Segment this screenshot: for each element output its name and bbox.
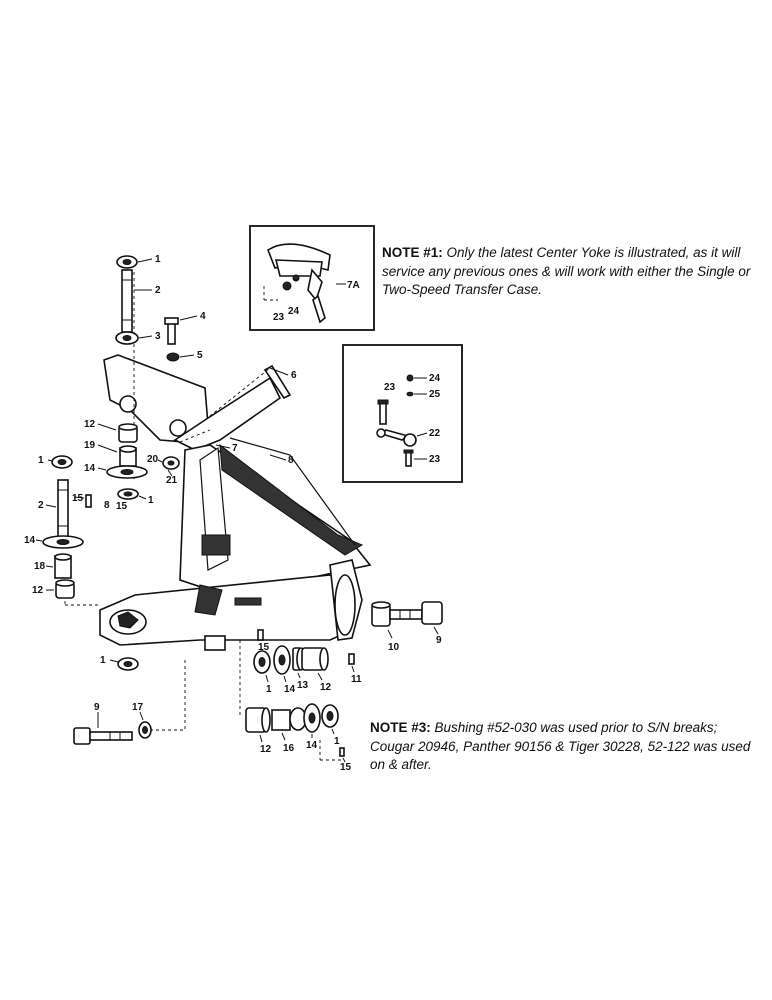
note-3: NOTE #3: Bushing #52-030 was used prior … — [370, 719, 755, 775]
callout-4: 4 — [200, 311, 206, 322]
lower-bushing-row: 15 1 14 13 12 11 — [253, 629, 362, 695]
callout-3: 3 — [155, 331, 161, 342]
left-bushing-group: 12 19 20 21 14 1 8 15 — [84, 419, 180, 512]
center-yoke — [99, 354, 372, 651]
callout-9: 9 — [94, 702, 100, 713]
callout-16: 16 — [283, 743, 295, 754]
inset-detail-2: 24 25 23 22 23 — [342, 344, 463, 483]
inset-detail-1: 7A 23 24 — [249, 225, 375, 331]
callout-7a: 7A — [347, 280, 360, 291]
note-1-text: Only the latest Center Yoke is illustrat… — [382, 245, 751, 297]
callout-15: 15 — [72, 493, 84, 504]
callout-1: 1 — [100, 655, 106, 666]
callout-23: 23 — [429, 454, 441, 465]
upper-pivot-stack: 1 2 3 4 5 6 7 8 — [115, 254, 356, 546]
callout-12: 12 — [320, 682, 332, 693]
callout-18: 18 — [34, 561, 46, 572]
callout-1: 1 — [334, 736, 340, 747]
callout-15: 15 — [258, 642, 270, 653]
callout-12: 12 — [260, 744, 272, 755]
callout-2: 2 — [38, 500, 44, 511]
lowest-bushing-row: 12 16 14 1 15 — [245, 703, 352, 773]
callout-14: 14 — [84, 463, 96, 474]
callout-8: 8 — [104, 500, 110, 511]
note-1: NOTE #1: Only the latest Center Yoke is … — [382, 244, 757, 300]
right-bolt-group: 10 9 — [371, 601, 443, 653]
callout-20: 20 — [147, 454, 159, 465]
guide-line — [179, 429, 211, 443]
callout-5: 5 — [197, 350, 203, 361]
callout-23: 23 — [384, 382, 396, 393]
callout-25: 25 — [429, 389, 441, 400]
guide-line — [204, 367, 271, 421]
callout-9: 9 — [436, 635, 442, 646]
callout-14: 14 — [306, 740, 318, 751]
callout-24: 24 — [429, 373, 441, 384]
callout-21: 21 — [166, 475, 178, 486]
callout-6: 6 — [291, 370, 297, 381]
callout-10: 10 — [388, 642, 400, 653]
callout-1: 1 — [155, 254, 161, 265]
callout-15: 15 — [116, 501, 128, 512]
callout-14: 14 — [24, 535, 36, 546]
callout-13: 13 — [297, 680, 309, 691]
lower-pivot-stack: 1 15 2 14 18 12 — [24, 455, 92, 599]
callout-15: 15 — [340, 762, 352, 773]
callout-8: 8 — [288, 455, 294, 466]
callout-2: 2 — [155, 285, 161, 296]
callout-17: 17 — [132, 702, 144, 713]
bottom-bolt-group: 1 9 17 — [73, 655, 152, 745]
callout-23: 23 — [273, 312, 285, 323]
callout-22: 22 — [429, 428, 441, 439]
note-3-label: NOTE #3: — [370, 720, 431, 735]
callout-12: 12 — [32, 585, 44, 596]
callout-7: 7 — [232, 443, 238, 454]
note-1-label: NOTE #1: — [382, 245, 443, 260]
callout-1: 1 — [148, 495, 154, 506]
callout-12: 12 — [84, 419, 96, 430]
callout-11: 11 — [351, 674, 362, 685]
callout-14: 14 — [284, 684, 296, 695]
callout-1: 1 — [38, 455, 44, 466]
callout-1: 1 — [266, 684, 272, 695]
note-3-text: Bushing #52-030 was used prior to S/N br… — [370, 720, 751, 772]
callout-19: 19 — [84, 440, 96, 451]
callout-24: 24 — [288, 306, 300, 317]
